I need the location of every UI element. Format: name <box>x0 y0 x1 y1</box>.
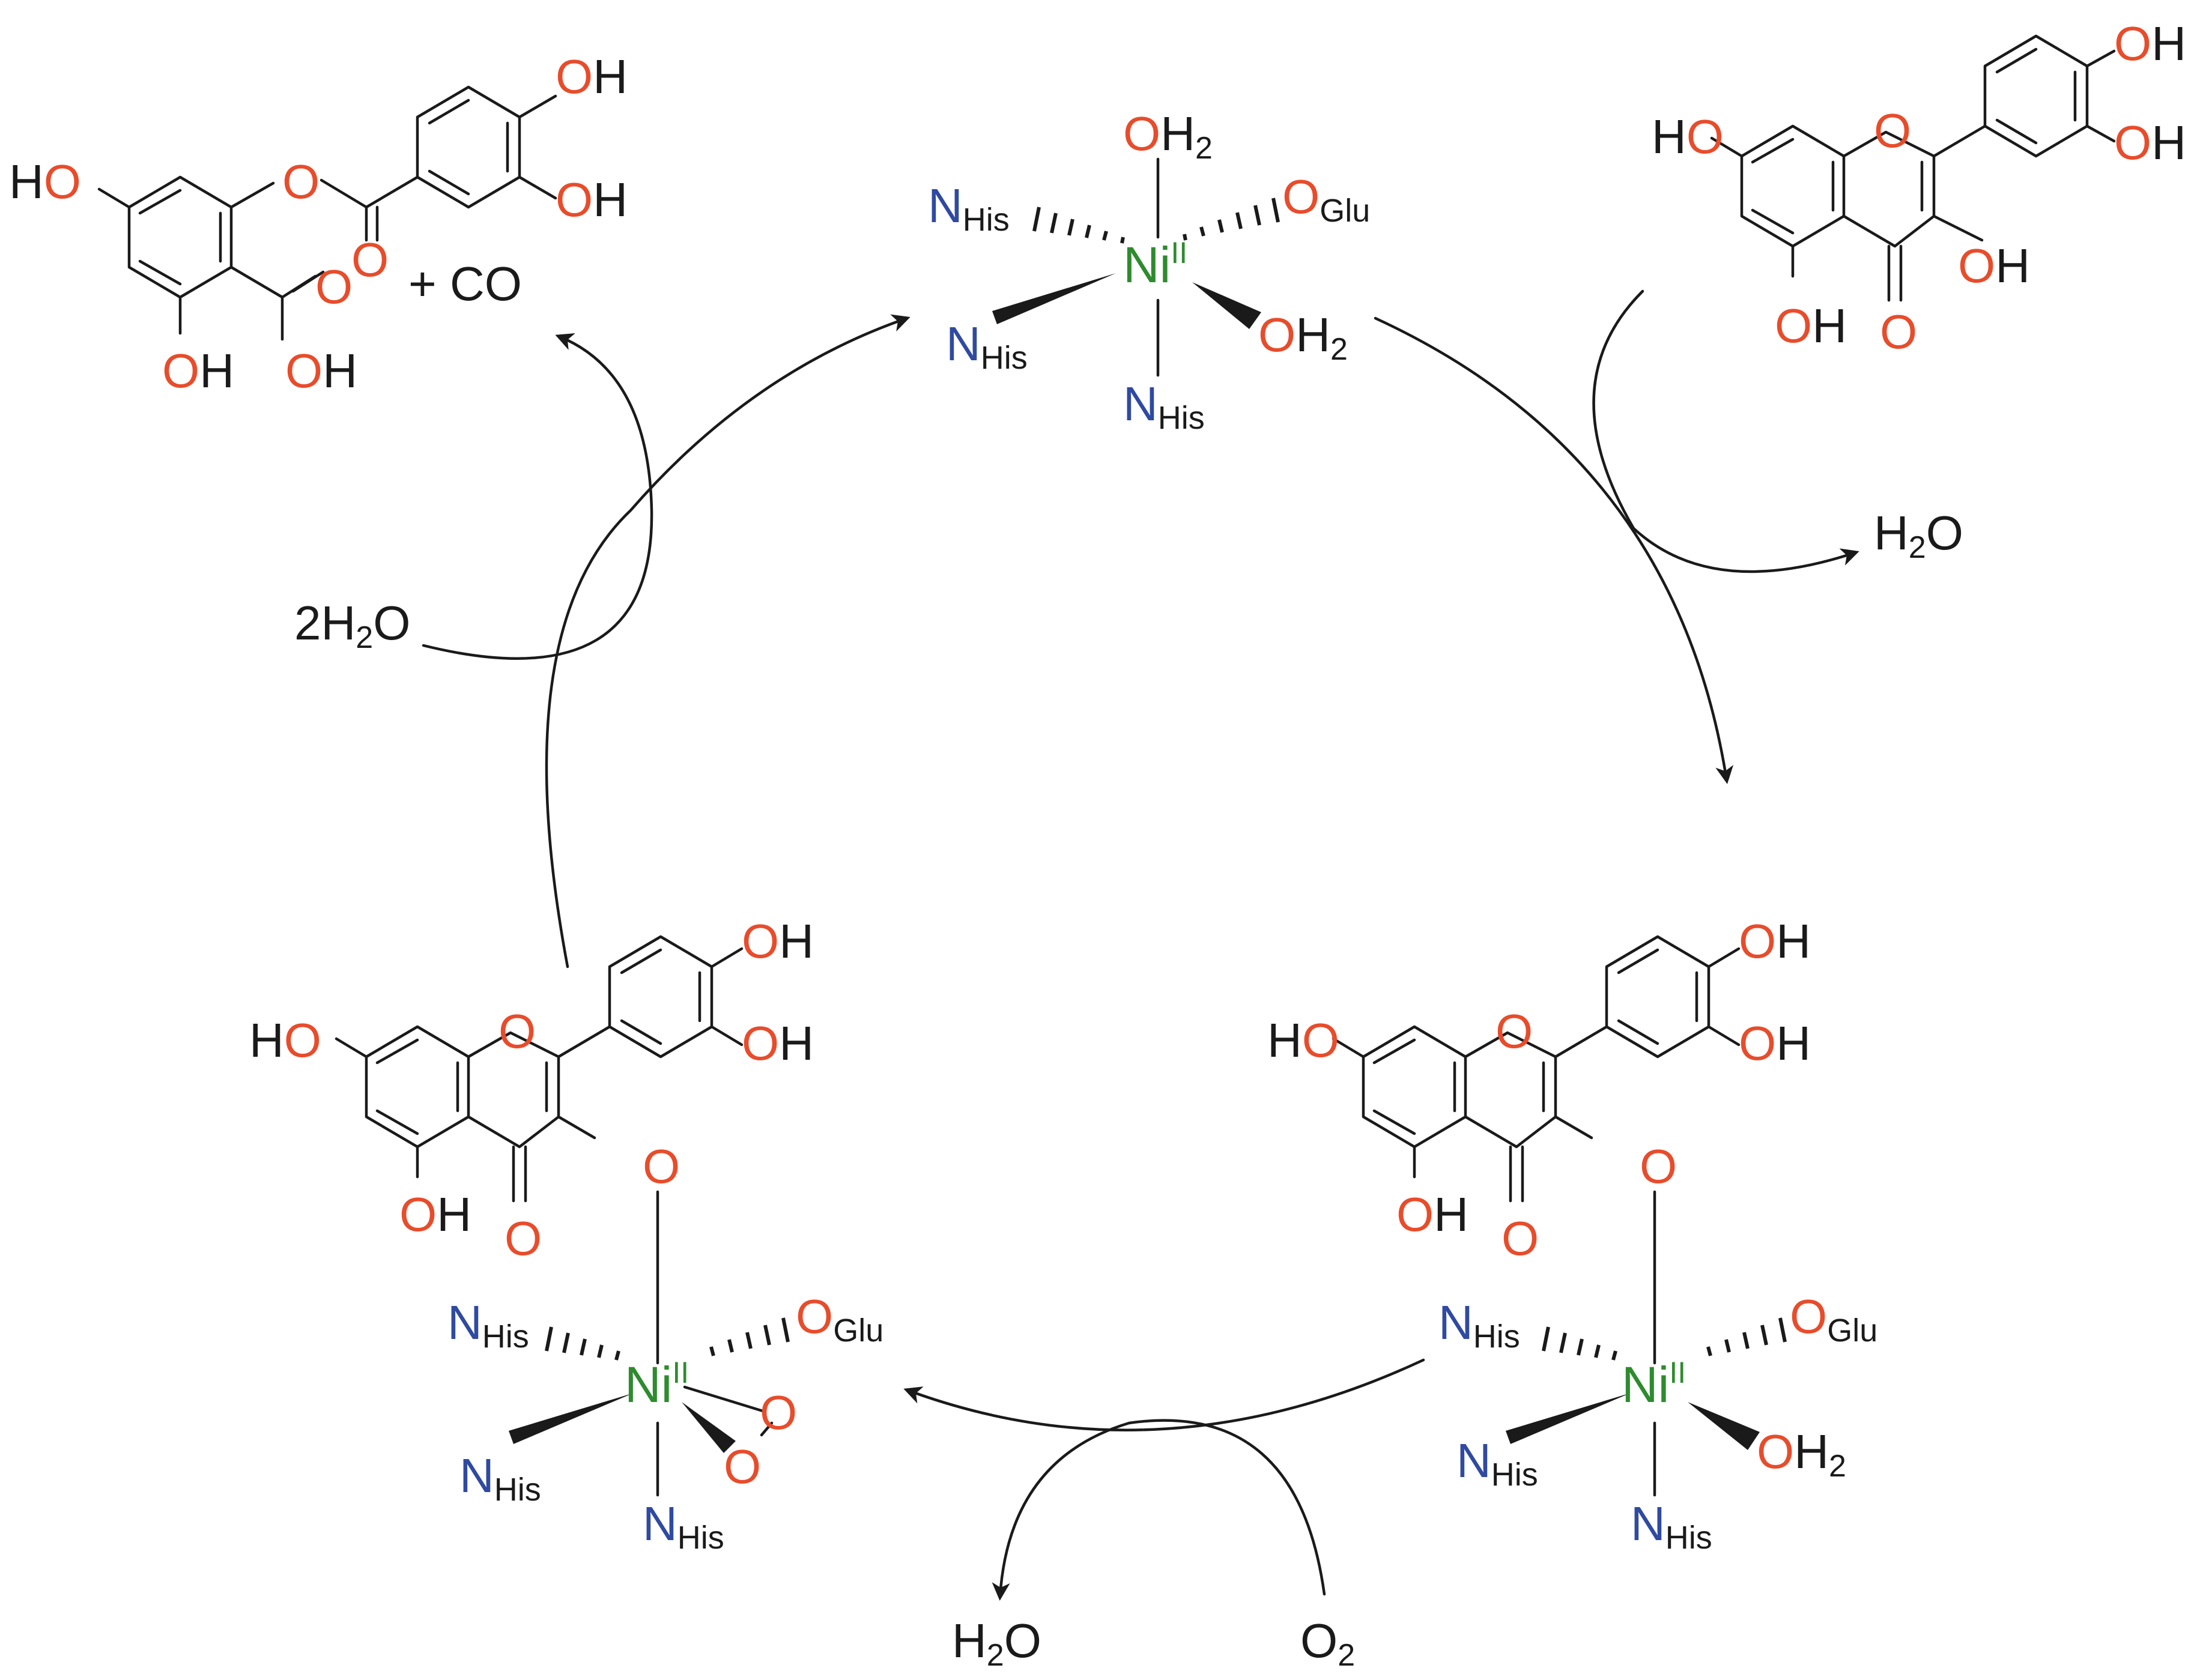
svg-text:OH: OH <box>399 1188 471 1241</box>
wedge-bond-oh2 <box>1192 282 1261 329</box>
quercetin-substrate: O HO OH OH OH OH O <box>1652 17 2186 358</box>
svg-text:OH: OH <box>556 50 628 103</box>
svg-text:O: O <box>505 1212 542 1265</box>
svg-text:OH: OH <box>742 1017 814 1070</box>
svg-text:O: O <box>1640 1140 1677 1193</box>
svg-text:NHis: NHis <box>459 1449 541 1508</box>
wedge-bond-nhis <box>992 273 1116 324</box>
plus-co: + CO <box>408 257 522 310</box>
water-released-bottom: H2O <box>952 1614 1041 1673</box>
svg-text:HO: HO <box>9 155 81 208</box>
nhis-bottom: NHis <box>1123 377 1205 436</box>
svg-text:O: O <box>315 260 353 313</box>
oh2-top: OH2 <box>1123 107 1213 166</box>
arrow-water-in-product-out <box>422 333 653 660</box>
cycle-arrows <box>422 289 1859 1601</box>
svg-text:OH: OH <box>1739 1017 1811 1070</box>
arrow-left-to-top <box>545 314 911 968</box>
arrow-o2-in-h2o-out <box>992 1419 1326 1601</box>
svg-text:NHis: NHis <box>447 1296 529 1355</box>
svg-text:O: O <box>282 155 320 208</box>
svg-text:O: O <box>1495 1005 1533 1058</box>
svg-text:OH: OH <box>742 914 814 968</box>
svg-text:OH: OH <box>162 344 234 397</box>
arrow-substrate-in <box>1592 289 1859 573</box>
hashed-bond-oglu <box>1183 198 1280 241</box>
svg-text:NHis: NHis <box>643 1497 724 1556</box>
svg-text:O: O <box>643 1140 680 1193</box>
arrow-right-to-left <box>903 1358 1425 1431</box>
svg-text:OH: OH <box>2114 17 2186 70</box>
svg-text:OH: OH <box>285 344 357 397</box>
svg-text:HO: HO <box>1652 110 1724 163</box>
svg-text:NiII: NiII <box>625 1356 689 1413</box>
ni-center: NiII <box>1123 236 1187 293</box>
left-quercetin-nickel-peroxo-complex: O HO OH OH O OH O NiII NHis OGlu NHis O <box>249 914 883 1556</box>
svg-text:OGlu: OGlu <box>796 1290 883 1349</box>
right-quercetin-nickel-complex: O HO OH OH O OH O NiII NHis OGlu NHis OH… <box>1267 914 1877 1556</box>
top-nickel-complex: NiII OH2 NHis OGlu NHis OH2 NHis <box>928 107 1370 436</box>
arrow-top-to-right <box>1374 316 1734 784</box>
svg-text:NHis: NHis <box>1456 1434 1538 1493</box>
depside-product: HO O O O OH OH OH OH <box>9 50 628 397</box>
svg-text:OH2: OH2 <box>1757 1425 1846 1484</box>
svg-text:O: O <box>1880 305 1917 358</box>
nhis-front: NHis <box>946 317 1028 376</box>
svg-text:O: O <box>351 233 389 286</box>
svg-text:NHis: NHis <box>1438 1296 1520 1355</box>
svg-text:OH: OH <box>556 173 628 226</box>
svg-text:OGlu: OGlu <box>1790 1290 1877 1349</box>
two-water-in: 2H2O <box>294 596 410 655</box>
svg-text:HO: HO <box>249 1014 321 1067</box>
svg-text:O: O <box>724 1440 761 1493</box>
svg-text:O: O <box>498 1005 536 1058</box>
hashed-bond-nhis <box>1032 207 1125 244</box>
svg-text:O: O <box>1501 1212 1539 1265</box>
nhis-back: NHis <box>928 179 1010 238</box>
water-released-right: H2O <box>1874 506 1963 565</box>
svg-text:O: O <box>1874 104 1911 157</box>
svg-text:O: O <box>760 1386 797 1439</box>
oglu-top: OGlu <box>1282 170 1370 229</box>
svg-text:OH: OH <box>1396 1188 1468 1241</box>
svg-text:NiII: NiII <box>1622 1356 1686 1413</box>
oh2-front: OH2 <box>1258 308 1348 367</box>
svg-text:NHis: NHis <box>1631 1497 1712 1556</box>
svg-text:OH: OH <box>1775 299 1847 352</box>
svg-text:OH: OH <box>2114 116 2186 169</box>
svg-text:HO: HO <box>1267 1014 1339 1067</box>
svg-text:OH: OH <box>1958 239 2030 292</box>
oxygen-in: O2 <box>1300 1614 1355 1673</box>
svg-text:OH: OH <box>1739 914 1811 968</box>
